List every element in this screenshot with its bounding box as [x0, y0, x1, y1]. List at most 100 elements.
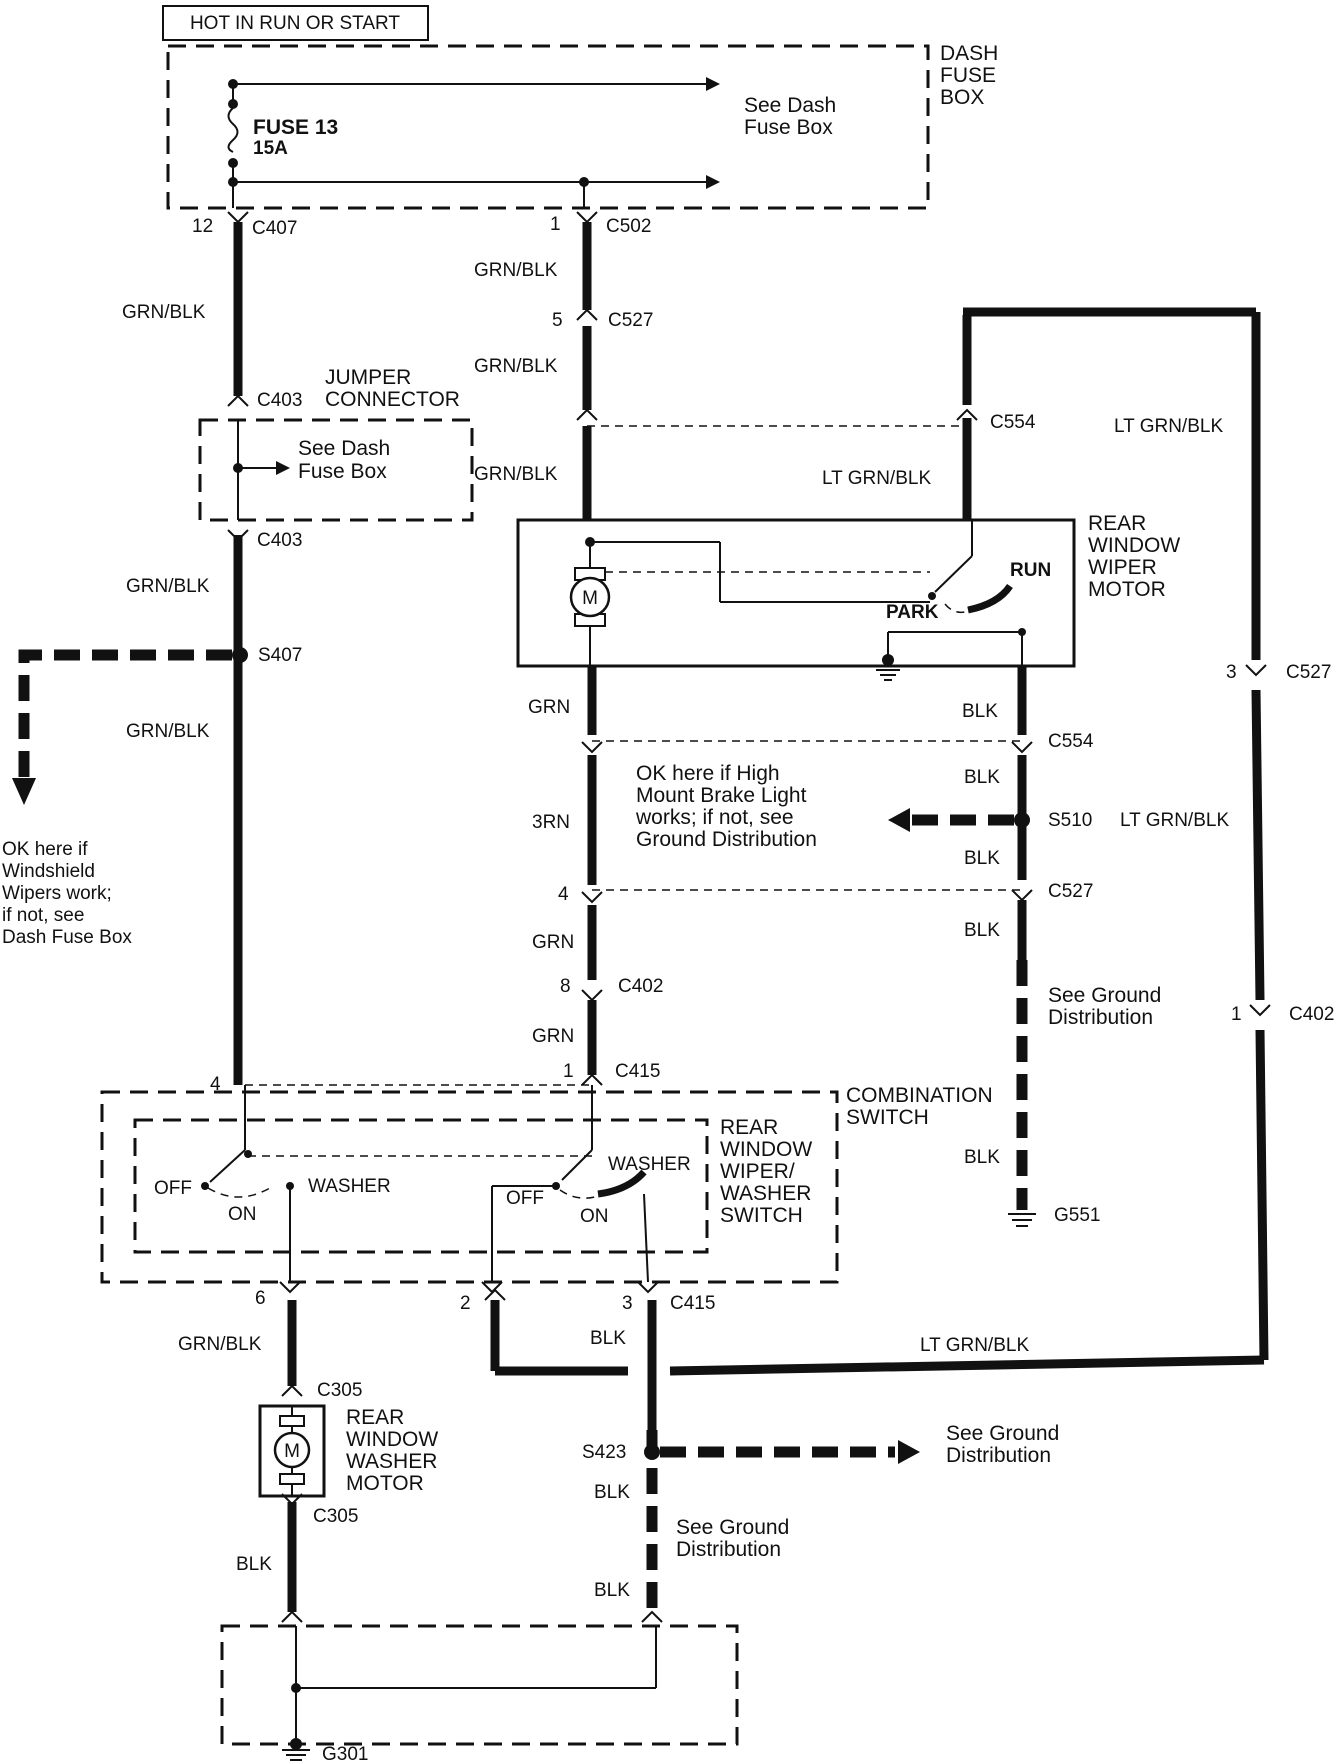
note-ground2-2: Distribution — [946, 1444, 1051, 1467]
washer-motor-symbol — [273, 1431, 311, 1469]
wire-label-grn-blk-2: GRN/BLK — [126, 576, 210, 597]
conn-c402-right: C402 — [1289, 1004, 1334, 1025]
conn-g301: G301 — [322, 1744, 368, 1762]
conn-s423: S423 — [582, 1442, 626, 1463]
pin-1-c402: 1 — [1231, 1004, 1242, 1025]
wire-label-grn-partial: 3RN — [532, 812, 570, 833]
conn-c527-right: C527 — [1286, 662, 1331, 683]
note-ground2-1: See Ground — [946, 1422, 1059, 1445]
wire-label-lt-grn-blk-4: LT GRN/BLK — [1120, 810, 1229, 831]
conn-c554-top: C554 — [990, 412, 1036, 433]
s407-branch-wire — [12, 649, 232, 805]
wire-label-blk-3: BLK — [964, 848, 1000, 869]
splice-s407 — [232, 647, 248, 663]
note-ground1-1: See Ground — [1048, 984, 1161, 1007]
washer-motor-title-4: MOTOR — [346, 1472, 424, 1495]
conn-c403-bottom: C403 — [257, 530, 302, 551]
pin-6: 6 — [255, 1288, 266, 1309]
pin-8: 8 — [560, 976, 571, 997]
note-brake-2: Mount Brake Light — [636, 784, 807, 807]
note-windshield-5: Dash Fuse Box — [2, 927, 132, 948]
connector-link-lines — [245, 425, 1022, 1086]
wire-label-blk-2: BLK — [964, 767, 1000, 788]
note-ground3-1: See Ground — [676, 1516, 789, 1539]
jumper-see-1: See Dash — [298, 437, 390, 460]
switch-right-on: ON — [580, 1206, 609, 1227]
combination-switch-outline — [100, 1090, 839, 1284]
splice-s423 — [644, 1444, 660, 1460]
wire-label-lt-grn-blk-2: LT GRN/BLK — [822, 468, 931, 489]
conn-c527-mid: C527 — [1048, 881, 1093, 902]
switch-right-washer: WASHER — [608, 1154, 691, 1175]
pin-5: 5 — [552, 310, 563, 331]
pin-1-c415: 1 — [563, 1061, 574, 1082]
jumper-see-2: Fuse Box — [298, 460, 387, 483]
wire-label-blk-6: BLK — [590, 1328, 626, 1349]
wiper-motor-title-1: REAR — [1088, 512, 1146, 535]
s423-branch-wire — [660, 1440, 920, 1464]
wiper-motor-title-2: WINDOW — [1088, 534, 1180, 557]
wire-label-grn-blk-4: GRN/BLK — [474, 260, 558, 281]
wiper-motor-symbol — [569, 576, 611, 618]
wire-label-lt-grn-blk-1: LT GRN/BLK — [1114, 416, 1223, 437]
conn-c407: C407 — [252, 218, 297, 239]
note-ground3-2: Distribution — [676, 1538, 781, 1561]
wire-label-grn-blk-5: GRN/BLK — [474, 356, 558, 377]
wiper-motor-internal — [574, 520, 1026, 681]
wire-label-blk-9: BLK — [594, 1580, 630, 1601]
wire-label-grn-blk-1: GRN/BLK — [122, 302, 206, 323]
left-grn-blk-wire — [227, 211, 249, 1085]
fuse-box-internal-wiring — [227, 77, 720, 208]
sub-switch-title-4: WASHER — [720, 1182, 811, 1205]
splice-s510 — [1014, 812, 1030, 828]
washer-motor-title-3: WASHER — [346, 1450, 437, 1473]
pin-2: 2 — [460, 1293, 471, 1314]
supply-header: HOT IN RUN OR START — [190, 13, 400, 34]
right-blk-ground-wire — [1008, 666, 1036, 1227]
wiper-motor-m: M — [582, 588, 598, 609]
wiper-motor-title-4: MOTOR — [1088, 578, 1166, 601]
wiper-park-label: PARK — [886, 602, 939, 623]
conn-g551: G551 — [1054, 1205, 1100, 1226]
conn-c403-top: C403 — [257, 390, 302, 411]
jumper-connector-outline — [198, 418, 474, 522]
note-brake-1: OK here if High — [636, 762, 780, 785]
combination-switch-title-1: COMBINATION — [846, 1084, 993, 1107]
supply-header-box — [162, 5, 429, 41]
note-windshield-2: Windshield — [2, 861, 95, 882]
wire-label-blk-1: BLK — [962, 701, 998, 722]
lt-grn-blk-loop — [484, 307, 1271, 1376]
switch-internal-wiring — [201, 1085, 649, 1283]
wire-label-blk-8: BLK — [594, 1482, 630, 1503]
conn-c415-top: C415 — [615, 1061, 660, 1082]
sub-switch-title-1: REAR — [720, 1116, 778, 1139]
note-brake-3: works; if not, see — [635, 806, 794, 829]
dash-fuse-box-title-1: DASH — [940, 42, 998, 65]
switch-left-on: ON — [228, 1204, 257, 1225]
note-windshield-4: if not, see — [2, 905, 84, 926]
conn-c502: C502 — [606, 216, 651, 237]
dash-fuse-see-1: See Dash — [744, 94, 836, 117]
switch-right-off: OFF — [506, 1188, 544, 1209]
pin-4-c527: 4 — [558, 884, 569, 905]
washer-motor-m: M — [284, 1441, 300, 1462]
conn-s407: S407 — [258, 645, 302, 666]
ground-box-internal — [282, 1626, 657, 1761]
fuse-name: FUSE 13 — [253, 116, 338, 139]
sub-switch-title-2: WINDOW — [720, 1138, 812, 1161]
sub-switch-title-3: WIPER/ — [720, 1160, 795, 1183]
wire-label-grn-blk-3: GRN/BLK — [126, 721, 210, 742]
dash-fuse-box-title-3: BOX — [940, 86, 984, 109]
wire-label-grn-blk-6: GRN/BLK — [474, 464, 558, 485]
sub-switch-title-5: SWITCH — [720, 1204, 803, 1227]
pin-1-c502: 1 — [550, 214, 561, 235]
conn-c402-mid: C402 — [618, 976, 663, 997]
dash-fuse-see-2: Fuse Box — [744, 116, 833, 139]
wire-label-blk-5: BLK — [964, 1147, 1000, 1168]
wire-label-grn-1: GRN — [528, 697, 570, 718]
combination-switch-title-2: SWITCH — [846, 1106, 929, 1129]
conn-c305-bottom: C305 — [313, 1506, 358, 1527]
jumper-title-1: JUMPER — [325, 366, 411, 389]
ground-box-outline — [220, 1624, 739, 1746]
conn-s510: S510 — [1048, 810, 1092, 831]
